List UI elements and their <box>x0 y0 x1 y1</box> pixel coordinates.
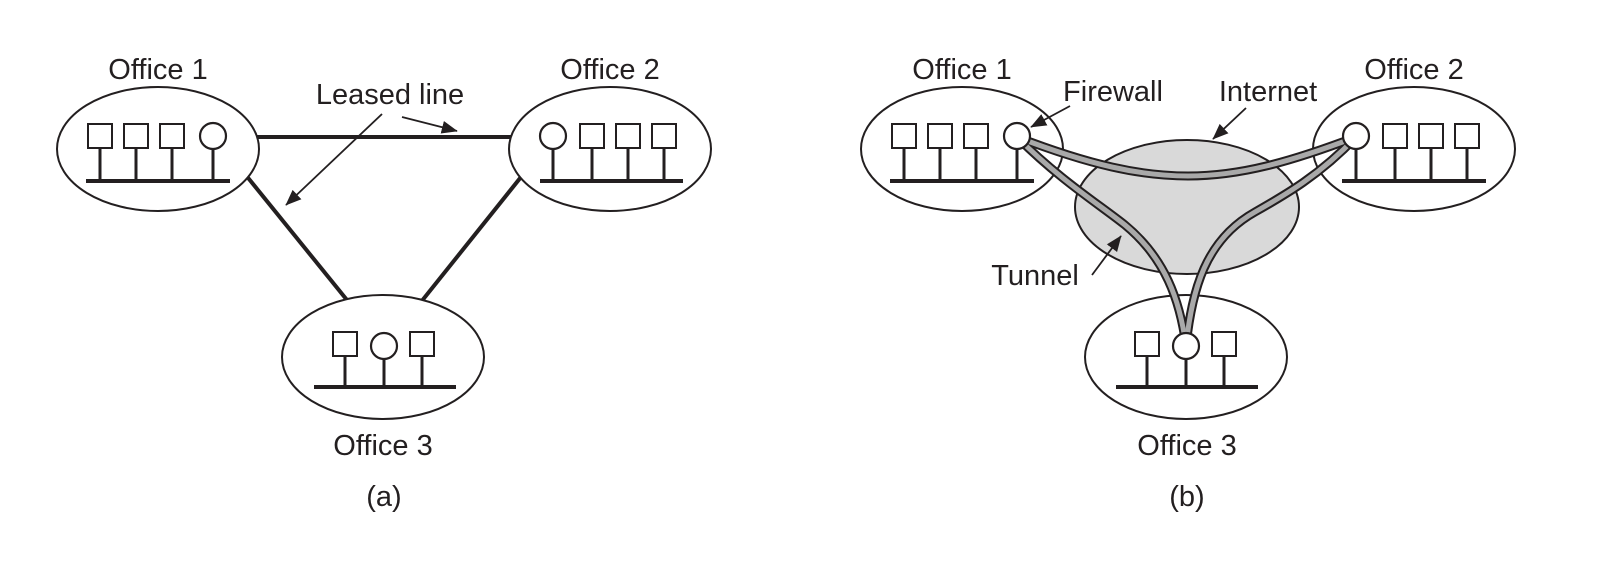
office2-hosts <box>538 121 683 183</box>
internet-label: Internet <box>1219 76 1317 108</box>
tunnels <box>1012 132 1361 351</box>
tunnel-office2-office3-inner <box>1183 134 1359 349</box>
leased-line-pointer-arrow <box>285 113 383 206</box>
host-computer <box>159 123 185 149</box>
host-computer <box>1211 331 1237 357</box>
office1-lan <box>56 86 260 212</box>
office3-label: Office 3 <box>333 430 432 462</box>
leased-line-label: Leased line <box>316 79 464 111</box>
office3-lan <box>281 294 485 420</box>
host-computer <box>332 331 358 357</box>
tunnel-office1-office2-inner <box>1014 134 1359 179</box>
office1-label: Office 1 <box>912 54 1011 86</box>
panel-b-caption: (b) <box>1169 481 1204 513</box>
internet-pointer-arrow <box>1212 107 1247 140</box>
office2-lan <box>508 86 712 212</box>
tunnel-label: Tunnel <box>991 260 1079 292</box>
host-computer <box>87 123 113 149</box>
router-node <box>538 121 568 151</box>
office3-hosts <box>314 331 456 389</box>
office2-ellipse <box>508 86 712 212</box>
firewall-pointer-arrow <box>1030 105 1071 128</box>
firewall-label: Firewall <box>1063 76 1163 108</box>
office1-hosts <box>86 121 230 183</box>
office2-hosts <box>1342 123 1486 183</box>
host-computer <box>1454 123 1480 149</box>
router-node <box>198 121 228 151</box>
host-computer <box>891 123 917 149</box>
panel-a-caption: (a) <box>366 481 401 513</box>
host-computer <box>615 123 641 149</box>
office2-label: Office 2 <box>560 54 659 86</box>
host-computer <box>1134 331 1160 357</box>
host-computer <box>123 123 149 149</box>
panel-a: Office 1 Office 2 Leased line Office 3 (… <box>56 54 712 513</box>
firewall-node <box>1341 121 1371 151</box>
office1-hosts <box>890 123 1034 183</box>
office1-label: Office 1 <box>108 54 207 86</box>
office3-hosts <box>1116 331 1258 389</box>
host-computer <box>1382 123 1408 149</box>
firewall-node <box>1002 121 1032 151</box>
host-computer <box>963 123 989 149</box>
host-computer <box>409 331 435 357</box>
host-computer <box>1418 123 1444 149</box>
leased-line-pointer-arrow <box>401 116 458 134</box>
panel-b: Office 1 Firewall Internet Office 2 Tunn… <box>860 54 1516 513</box>
tunnel-pointer-arrow <box>1091 235 1122 276</box>
firewall-node <box>1171 331 1201 361</box>
host-computer <box>579 123 605 149</box>
router-node <box>369 331 399 361</box>
office3-label: Office 3 <box>1137 430 1236 462</box>
host-computer <box>927 123 953 149</box>
tunnel-office1-office3-inner <box>1014 134 1189 349</box>
host-computer <box>651 123 677 149</box>
office2-label: Office 2 <box>1364 54 1463 86</box>
